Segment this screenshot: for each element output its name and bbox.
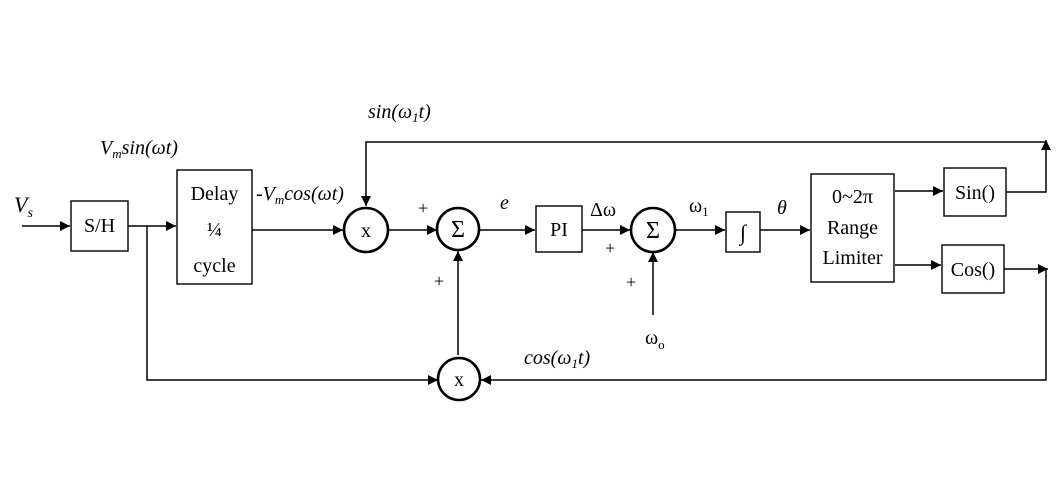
limiter-label-line3: Limiter bbox=[823, 247, 883, 269]
sample-hold-block: S/H bbox=[70, 200, 129, 252]
sum2-bottom-plus: + bbox=[626, 272, 636, 292]
sh-to-bottom-multiplier-wire bbox=[146, 226, 438, 385]
integrator-label: ∫ bbox=[738, 220, 748, 246]
delay-block: Delay ¼ cycle bbox=[176, 169, 253, 285]
cos-omega1t-label: cos(ω1t) bbox=[524, 347, 591, 371]
theta-label: θ bbox=[777, 197, 787, 219]
sample-hold-label: S/H bbox=[84, 215, 115, 237]
error-e-label: e bbox=[500, 192, 509, 214]
bottom-multiplier: x bbox=[436, 356, 482, 402]
delay-label-line3: cycle bbox=[193, 255, 235, 277]
pi-label: PI bbox=[550, 219, 568, 241]
vm-cos-label: -Vmcos(ωt) bbox=[256, 183, 344, 207]
omega1-label: ω1 bbox=[689, 195, 709, 219]
sum1-top-plus: + bbox=[418, 198, 428, 218]
frequency-summer: Σ bbox=[629, 206, 677, 254]
delay-label-line2: ¼ bbox=[207, 219, 222, 241]
sin-feedback-wire bbox=[361, 141, 1046, 206]
phase-error-summer: Σ bbox=[435, 206, 481, 252]
sin-output-wire bbox=[1006, 140, 1051, 193]
sin-function-label: Sin() bbox=[955, 182, 995, 204]
range-limiter-block: 0~2π Range Limiter bbox=[810, 173, 895, 283]
bottom-multiplier-label: x bbox=[454, 369, 464, 391]
limiter-label-line1: 0~2π bbox=[832, 186, 873, 208]
top-multiplier-label: x bbox=[361, 220, 371, 242]
input-vs-label: Vs bbox=[14, 192, 33, 221]
limiter-label-line2: Range bbox=[827, 217, 878, 239]
delta-omega-label: Δω bbox=[590, 199, 616, 221]
cos-feedback-wire bbox=[481, 269, 1047, 385]
signal-wires bbox=[22, 140, 1051, 385]
omega-o-label: ωo bbox=[645, 327, 665, 352]
integrator-block: ∫ bbox=[725, 211, 761, 253]
pi-controller-block: PI bbox=[535, 205, 583, 253]
cos-function-label: Cos() bbox=[951, 259, 995, 281]
sum1-bottom-plus: + bbox=[434, 271, 444, 291]
delay-label-line1: Delay bbox=[191, 183, 239, 205]
vm-sin-label: Vmsin(ωt) bbox=[100, 137, 178, 161]
phase-error-summer-label: Σ bbox=[451, 217, 465, 243]
sum2-left-plus: + bbox=[605, 238, 615, 258]
sin-omega1t-label: sin(ω1t) bbox=[368, 101, 431, 125]
top-multiplier: x bbox=[342, 206, 390, 254]
cos-function-block: Cos() bbox=[941, 244, 1005, 294]
sin-function-block: Sin() bbox=[943, 167, 1007, 217]
frequency-summer-label: Σ bbox=[646, 218, 660, 244]
